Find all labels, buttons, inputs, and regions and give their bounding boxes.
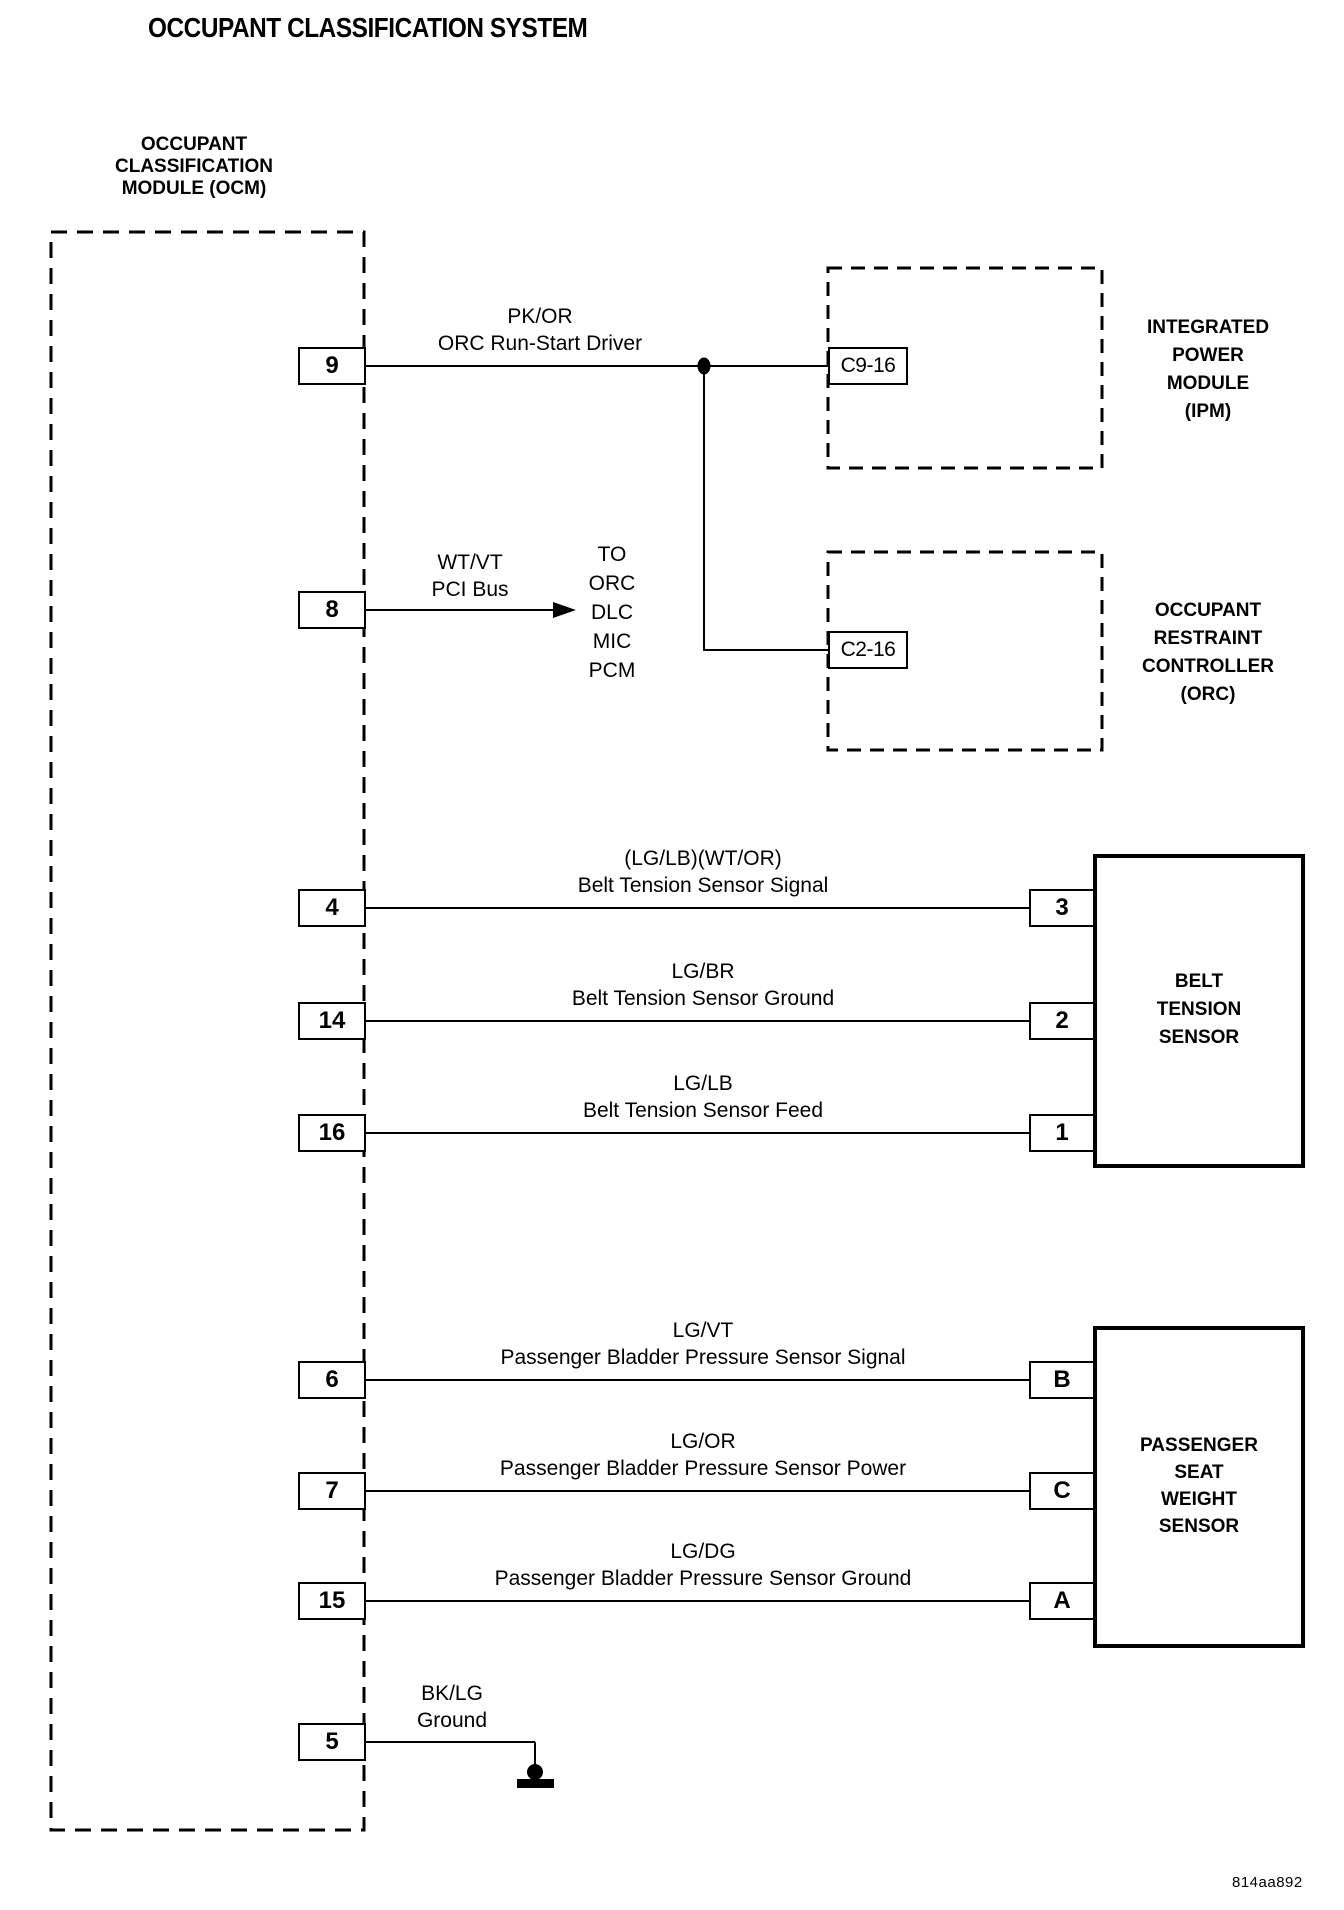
wire-function-pin14: Belt Tension Sensor Ground xyxy=(571,987,835,1010)
wire-color-pin14: LG/BR xyxy=(671,960,735,983)
ocm-pin-14: 14 xyxy=(298,1002,366,1040)
ocm-pin-15: 15 xyxy=(298,1582,366,1620)
orc-module-label: OCCUPANT RESTRAINT CONTROLLER (ORC) xyxy=(1073,597,1343,709)
wire-function-pin16: Belt Tension Sensor Feed xyxy=(582,1099,824,1122)
ocm-pin-6: 6 xyxy=(298,1361,366,1399)
wire-label-pin4: (LG/LB)(WT/OR) Belt Tension Sensor Signa… xyxy=(443,845,963,899)
wire-branch-to-orc-c2-16 xyxy=(703,366,830,651)
wire-color-pin5: BK/LG xyxy=(421,1682,483,1705)
ocm-pin-4: 4 xyxy=(298,889,366,927)
wire-label-pin15: LG/DG Passenger Bladder Pressure Sensor … xyxy=(443,1538,963,1592)
belt-label-line1: BELT xyxy=(1174,971,1224,992)
wire-function-pin9: ORC Run-Start Driver xyxy=(437,332,643,355)
ocm-pin-9: 9 xyxy=(298,347,366,385)
passenger-seat-weight-sensor-label: PASSENGER SEAT WEIGHT SENSOR xyxy=(1095,1432,1303,1540)
ocm-pin-7: 7 xyxy=(298,1472,366,1510)
wire-label-pin6: LG/VT Passenger Bladder Pressure Sensor … xyxy=(443,1317,963,1371)
psw-label-line3: WEIGHT xyxy=(1161,1489,1237,1510)
ipm-box-outline xyxy=(826,266,1104,470)
orc-connector-c2-16: C2-16 xyxy=(828,631,908,669)
wire-function-pin15: Passenger Bladder Pressure Sensor Ground xyxy=(494,1567,912,1590)
ipm-connector-c9-16: C9-16 xyxy=(828,347,908,385)
orc-label-line3: CONTROLLER xyxy=(1142,656,1274,677)
psw- label-line1: PASSENGER xyxy=(1140,1435,1258,1456)
wire-function-pin8: PCI Bus xyxy=(431,578,509,601)
wire-function-pin5: Ground xyxy=(416,1709,488,1732)
wire-color-pin15: LG/DG xyxy=(670,1540,736,1563)
ocm-pin-8: 8 xyxy=(298,591,366,629)
ipm-label-line3: MODULE xyxy=(1166,373,1250,394)
wire-color-pin7: LG/OR xyxy=(670,1430,736,1453)
orc-box-outline xyxy=(826,550,1104,752)
ipm-module-label: INTEGRATED POWER MODULE (IPM) xyxy=(1073,314,1343,426)
ocm-label-line2: CLASSIFICATION xyxy=(115,156,273,177)
psw-label-line4: SENSOR xyxy=(1158,1516,1240,1537)
ocm-module-label: OCCUPANT CLASSIFICATION MODULE (OCM) xyxy=(64,134,324,200)
belt-sensor-pin-2: 2 xyxy=(1029,1002,1095,1040)
wire-label-pin14: LG/BR Belt Tension Sensor Ground xyxy=(443,958,963,1012)
wire-label-pin7: LG/OR Passenger Bladder Pressure Sensor … xyxy=(443,1428,963,1482)
wire-color-pin9: PK/OR xyxy=(507,305,573,328)
belt-sensor-pin-3: 3 xyxy=(1029,889,1095,927)
pci-bus-destinations: TO ORC DLC MIC PCM xyxy=(512,540,712,685)
diagram-id: 814aa892 xyxy=(1232,1874,1303,1891)
pci-dest-to: TO xyxy=(597,543,627,566)
belt-tension-sensor-box-outline xyxy=(1093,854,1305,1168)
wire-function-pin7: Passenger Bladder Pressure Sensor Power xyxy=(499,1457,907,1480)
ocm-pin-5: 5 xyxy=(298,1723,366,1761)
pci-dest-orc: ORC xyxy=(588,572,636,595)
orc-label-line2: RESTRAINT xyxy=(1153,628,1263,649)
ipm-label-line1: INTEGRATED xyxy=(1146,317,1270,338)
passenger-sensor-pin-b: B xyxy=(1029,1361,1095,1399)
passenger-sensor-pin-c: C xyxy=(1029,1472,1095,1510)
orc-label-line4: (ORC) xyxy=(1180,684,1236,705)
passenger-seat-weight-sensor-box-outline xyxy=(1093,1326,1305,1648)
ocm-label-line3: MODULE (OCM) xyxy=(121,178,267,199)
ocm-box-outline xyxy=(49,230,366,1832)
belt-tension-sensor-label: BELT TENSION SENSOR xyxy=(1095,968,1303,1052)
wire-color-pin16: LG/LB xyxy=(673,1072,733,1095)
ipm-label-line4: (IPM) xyxy=(1184,401,1232,422)
passenger-sensor-pin-a: A xyxy=(1029,1582,1095,1620)
wire-color-pin4: (LG/LB)(WT/OR) xyxy=(624,847,782,870)
ocm-pin-16: 16 xyxy=(298,1114,366,1152)
psw-label-line2: SEAT xyxy=(1174,1462,1224,1483)
wire-label-pin8: WT/VT PCI Bus xyxy=(320,549,620,603)
wire-function-pin4: Belt Tension Sensor Signal xyxy=(577,874,829,897)
belt-label-line3: SENSOR xyxy=(1158,1027,1240,1048)
pci-dest-mic: MIC xyxy=(592,630,632,653)
wire-label-pin16: LG/LB Belt Tension Sensor Feed xyxy=(443,1070,963,1124)
orc-label-line1: OCCUPANT xyxy=(1154,600,1262,621)
wire-label-pin5: BK/LG Ground xyxy=(302,1680,602,1734)
wire-label-pin9: PK/OR ORC Run-Start Driver xyxy=(280,303,800,357)
ocm-label-line1: OCCUPANT xyxy=(140,134,248,155)
pci-dest-dlc: DLC xyxy=(590,601,633,624)
belt-label-line2: TENSION xyxy=(1156,999,1242,1020)
wire-color-pin6: LG/VT xyxy=(672,1319,734,1342)
belt-sensor-pin-1: 1 xyxy=(1029,1114,1095,1152)
page-title: OCCUPANT CLASSIFICATION SYSTEM xyxy=(148,12,588,43)
pci-bus-arrowhead-icon xyxy=(553,602,576,618)
pci-dest-pcm: PCM xyxy=(588,659,636,682)
wire-color-pin8: WT/VT xyxy=(437,551,503,574)
ipm-label-line2: POWER xyxy=(1172,345,1244,366)
ground-symbol-icon xyxy=(517,1742,554,1788)
wire-function-pin6: Passenger Bladder Pressure Sensor Signal xyxy=(500,1346,906,1369)
